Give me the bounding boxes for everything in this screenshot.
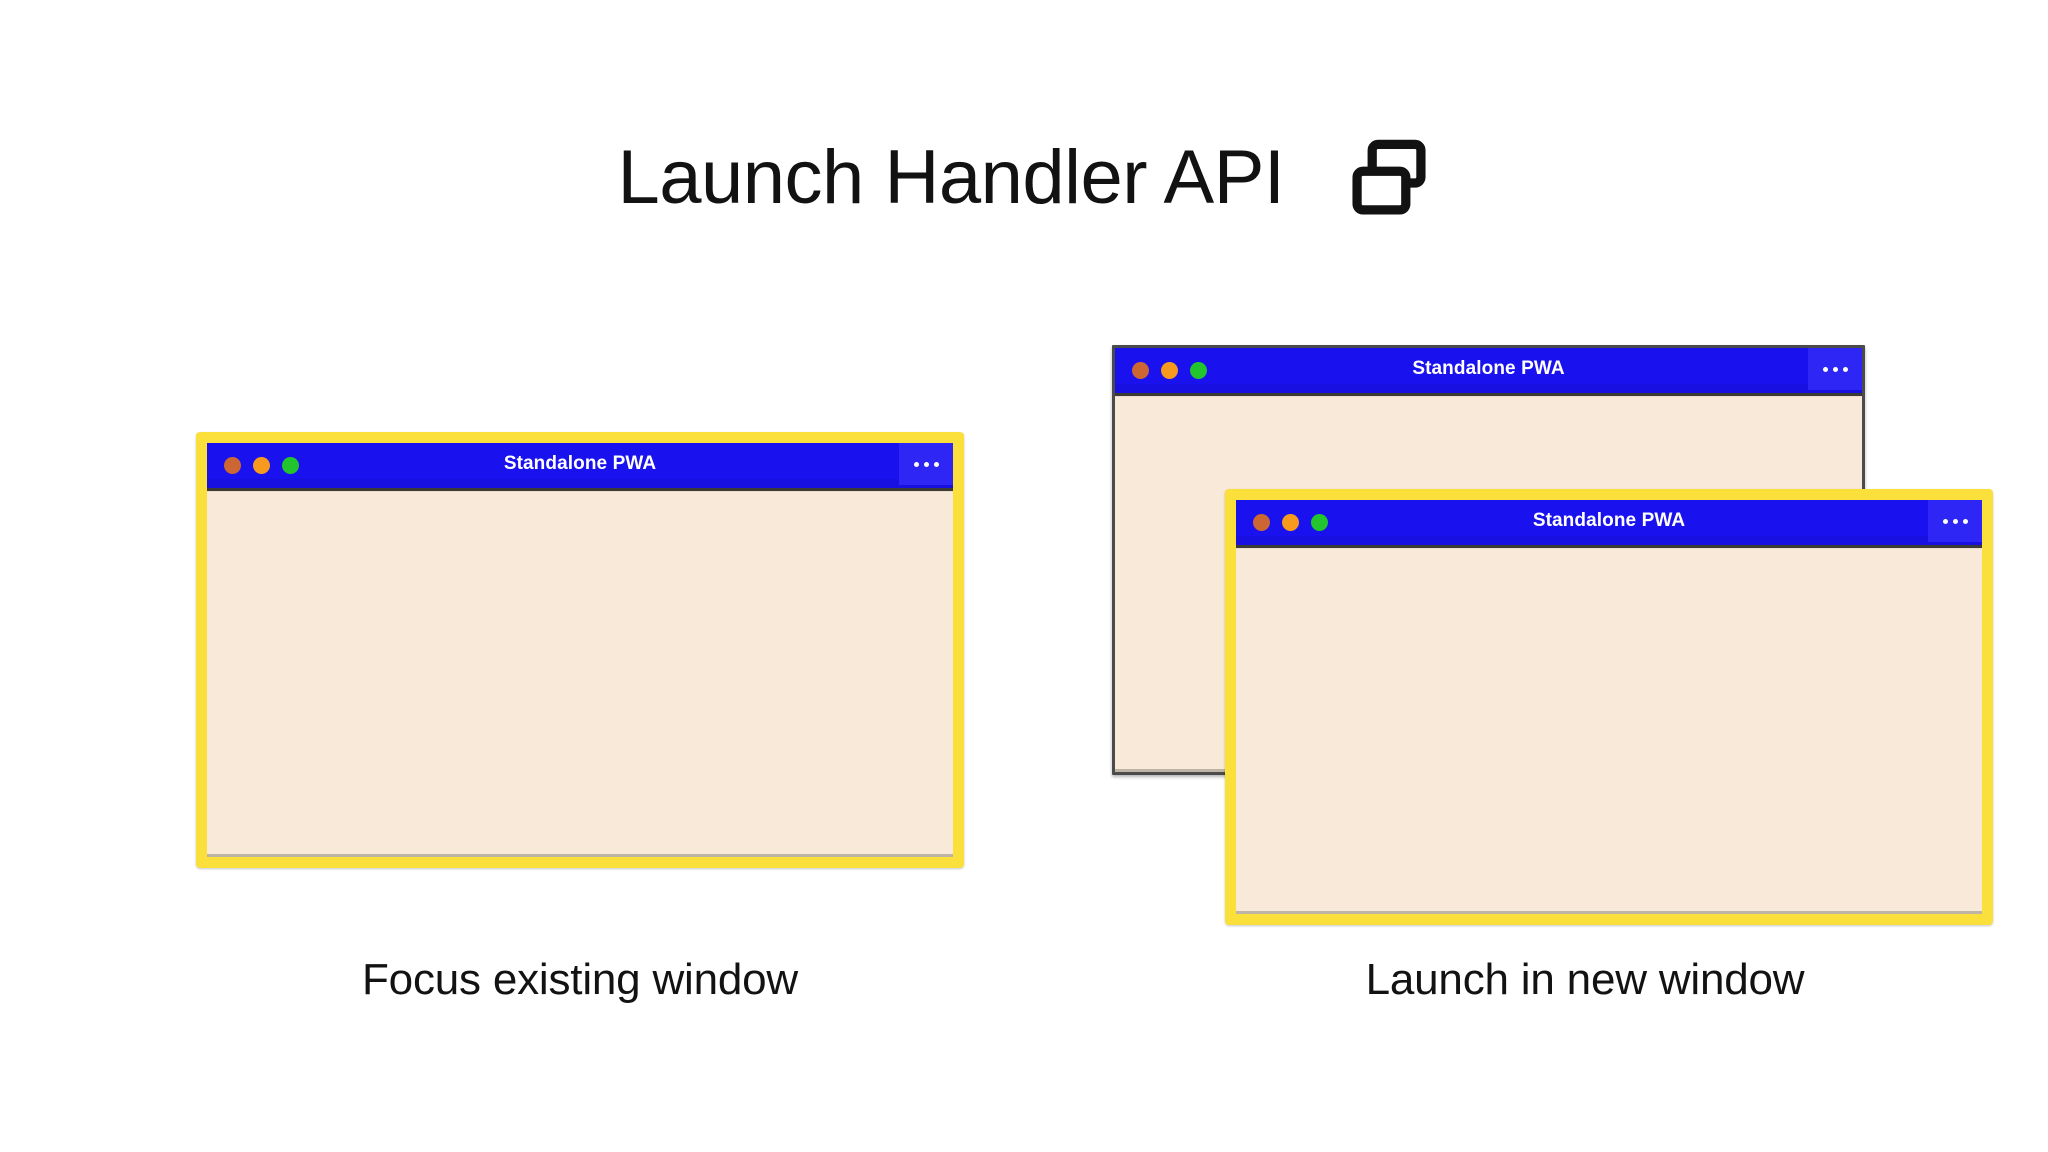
window-inner: Standalone PWA bbox=[207, 443, 953, 857]
menu-dot-icon bbox=[923, 461, 929, 467]
window-inner: Standalone PWA bbox=[1236, 500, 1982, 914]
close-dot-icon[interactable] bbox=[1132, 362, 1149, 379]
window-titlebar[interactable]: Standalone PWA bbox=[1115, 348, 1862, 396]
window-content-area bbox=[207, 491, 953, 857]
menu-dot-icon bbox=[1822, 366, 1828, 372]
window-titlebar[interactable]: Standalone PWA bbox=[207, 443, 953, 491]
close-dot-icon[interactable] bbox=[1253, 514, 1270, 531]
window-launch-new[interactable]: Standalone PWA bbox=[1225, 489, 1993, 925]
minimize-dot-icon[interactable] bbox=[1282, 514, 1299, 531]
window-title: Standalone PWA bbox=[1532, 510, 1686, 531]
menu-dot-icon bbox=[1952, 518, 1958, 524]
window-title: Standalone PWA bbox=[503, 453, 657, 474]
traffic-lights bbox=[1236, 514, 1328, 531]
window-titlebar[interactable]: Standalone PWA bbox=[1236, 500, 1982, 548]
window-focus-existing[interactable]: Standalone PWA bbox=[196, 432, 964, 868]
minimize-dot-icon[interactable] bbox=[1161, 362, 1178, 379]
page-header: Launch Handler API bbox=[0, 118, 2048, 238]
window-content-area bbox=[1236, 548, 1982, 914]
maximize-dot-icon[interactable] bbox=[282, 457, 299, 474]
menu-dot-icon bbox=[1962, 518, 1968, 524]
traffic-lights bbox=[1115, 362, 1207, 379]
menu-dot-icon bbox=[1942, 518, 1948, 524]
window-title: Standalone PWA bbox=[1412, 358, 1565, 379]
window-menu-button[interactable] bbox=[899, 443, 953, 485]
caption-launch-in-new-window: Launch in new window bbox=[1365, 955, 1805, 1004]
maximize-dot-icon[interactable] bbox=[1190, 362, 1207, 379]
window-menu-button[interactable] bbox=[1808, 348, 1862, 390]
multi-window-icon bbox=[1351, 139, 1426, 215]
caption-focus-existing-window: Focus existing window bbox=[362, 955, 798, 1004]
menu-dot-icon bbox=[1832, 366, 1838, 372]
maximize-dot-icon[interactable] bbox=[1311, 514, 1328, 531]
menu-dot-icon bbox=[913, 461, 919, 467]
page-title: Launch Handler API bbox=[617, 135, 1285, 220]
close-dot-icon[interactable] bbox=[224, 457, 241, 474]
traffic-lights bbox=[207, 457, 299, 474]
minimize-dot-icon[interactable] bbox=[253, 457, 270, 474]
menu-dot-icon bbox=[933, 461, 939, 467]
menu-dot-icon bbox=[1842, 366, 1848, 372]
window-menu-button[interactable] bbox=[1928, 500, 1982, 542]
